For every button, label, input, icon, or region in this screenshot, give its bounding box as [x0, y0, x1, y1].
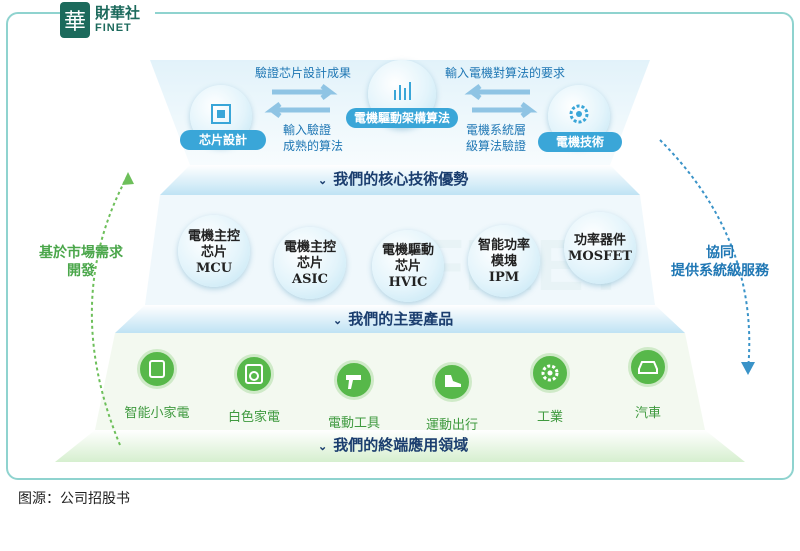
product-ipm-line2: 模塊 [490, 254, 517, 269]
arrow-text-bottom-left: 輸入驗證 成熟的算法 [283, 122, 343, 154]
motor-tech-label: 電機技術 [538, 132, 622, 152]
product-asic-line2: 芯片 [296, 256, 323, 271]
gear-icon [569, 104, 589, 124]
right-curve-arrow [659, 139, 751, 371]
left-double-arrow [264, 84, 338, 118]
shoe-icon [432, 362, 472, 402]
product-mcu [178, 215, 250, 287]
app-label-power-tools: 電動工具 [327, 416, 380, 431]
home-appliance-icon [137, 349, 177, 389]
products-band [115, 305, 685, 333]
app-label-mobility: 運動出行 [425, 418, 478, 433]
product-asic [274, 227, 346, 299]
applications-band [55, 430, 745, 462]
gear-icon [530, 353, 570, 393]
left-side-line1: 基於市場需求 [39, 245, 123, 261]
product-hvic-line3: HVIC [388, 275, 428, 290]
chevron-down-icon: ⌄ [318, 174, 328, 187]
product-mosfet-text: 功率器件 MOSFET [555, 233, 645, 265]
right-side-line1: 協同 [706, 245, 734, 261]
arrow-text-bottom-left-line2: 成熟的算法 [283, 139, 344, 153]
drill-icon [334, 360, 374, 400]
arrow-text-top-right: 輸入電機對算法的要求 [445, 66, 566, 80]
source-caption: 图源：公司招股书 [18, 491, 130, 507]
product-mcu-text: 電機主控 芯片 MCU [169, 229, 259, 277]
finet-logo: 華 財華社 FINET [60, 2, 155, 40]
product-ipm-line1: 智能功率 [477, 238, 530, 253]
arrow-text-bottom-left-line1: 輸入驗證 [283, 123, 332, 137]
products-band-label: ⌄ 我們的主要產品 [333, 308, 453, 329]
product-ipm-text: 智能功率 模塊 IPM [459, 238, 549, 286]
applications-band-label: ⌄ 我們的終端應用領域 [318, 434, 468, 455]
product-hvic-line2: 芯片 [394, 259, 421, 274]
arrow-text-bottom-right-line1: 電機系統層 [466, 123, 527, 137]
product-mosfet [564, 212, 636, 284]
app-label-industrial: 工業 [536, 410, 563, 425]
core-band-text: 我們的核心技術優勢 [333, 170, 469, 188]
product-ipm-line3: IPM [488, 270, 520, 285]
applications-band-text: 我們的終端應用領域 [333, 436, 469, 454]
left-arrow-head [122, 172, 134, 185]
left-side-line2: 開發 [67, 263, 95, 279]
chevron-down-icon: ⌄ [333, 314, 343, 327]
chip-icon [211, 104, 231, 124]
app-label-automotive: 汽車 [634, 406, 661, 421]
product-mosfet-line1: 功率器件 [573, 233, 626, 248]
arrow-text-bottom-right-line2: 級算法驗證 [466, 139, 527, 153]
right-arrow-head [741, 362, 755, 375]
logo-chinese: 財華社 [95, 4, 141, 22]
right-side-line2: 提供系統級服務 [671, 263, 769, 279]
app-label-white-goods: 白色家電 [227, 410, 280, 425]
product-mcu-line3: MCU [195, 261, 233, 276]
product-asic-text: 電機主控 芯片 ASIC [265, 240, 355, 288]
core-band [160, 165, 640, 195]
product-ipm [468, 225, 540, 297]
right-side-label: 協同 提供系統級服務 [655, 244, 785, 280]
product-hvic [372, 230, 444, 302]
car-icon [628, 347, 668, 387]
products-band-text: 我們的主要產品 [348, 310, 454, 328]
core-band-label: ⌄ 我們的核心技術優勢 [318, 168, 468, 189]
logo-seal: 華 [60, 2, 90, 38]
chevron-down-icon: ⌄ [318, 440, 328, 453]
logo-english: FINET [95, 22, 132, 34]
product-hvic-text: 電機驅動 芯片 HVIC [363, 243, 453, 291]
arrow-text-bottom-right: 電機系統層 級算法驗證 [466, 122, 526, 154]
chip-design-label: 芯片設計 [180, 130, 266, 150]
product-mosfet-line2: MOSFET [568, 249, 632, 264]
washing-machine-icon [234, 354, 274, 394]
diagram-frame [6, 12, 794, 480]
product-mcu-line2: 芯片 [200, 245, 227, 260]
product-hvic-line1: 電機驅動 [381, 243, 434, 258]
product-asic-line3: ASIC [292, 272, 328, 287]
right-double-arrow [464, 84, 538, 118]
chart-bars-icon [394, 82, 411, 100]
left-side-label: 基於市場需求 開發 [26, 244, 136, 280]
app-label-small-appliance: 智能小家電 [124, 406, 190, 421]
product-asic-line1: 電機主控 [283, 240, 336, 255]
product-mcu-line1: 電機主控 [187, 229, 240, 244]
motor-algorithm-label: 電機驅動架構算法 [346, 108, 458, 128]
arrow-text-top-left: 驗證芯片設計成果 [255, 66, 352, 80]
